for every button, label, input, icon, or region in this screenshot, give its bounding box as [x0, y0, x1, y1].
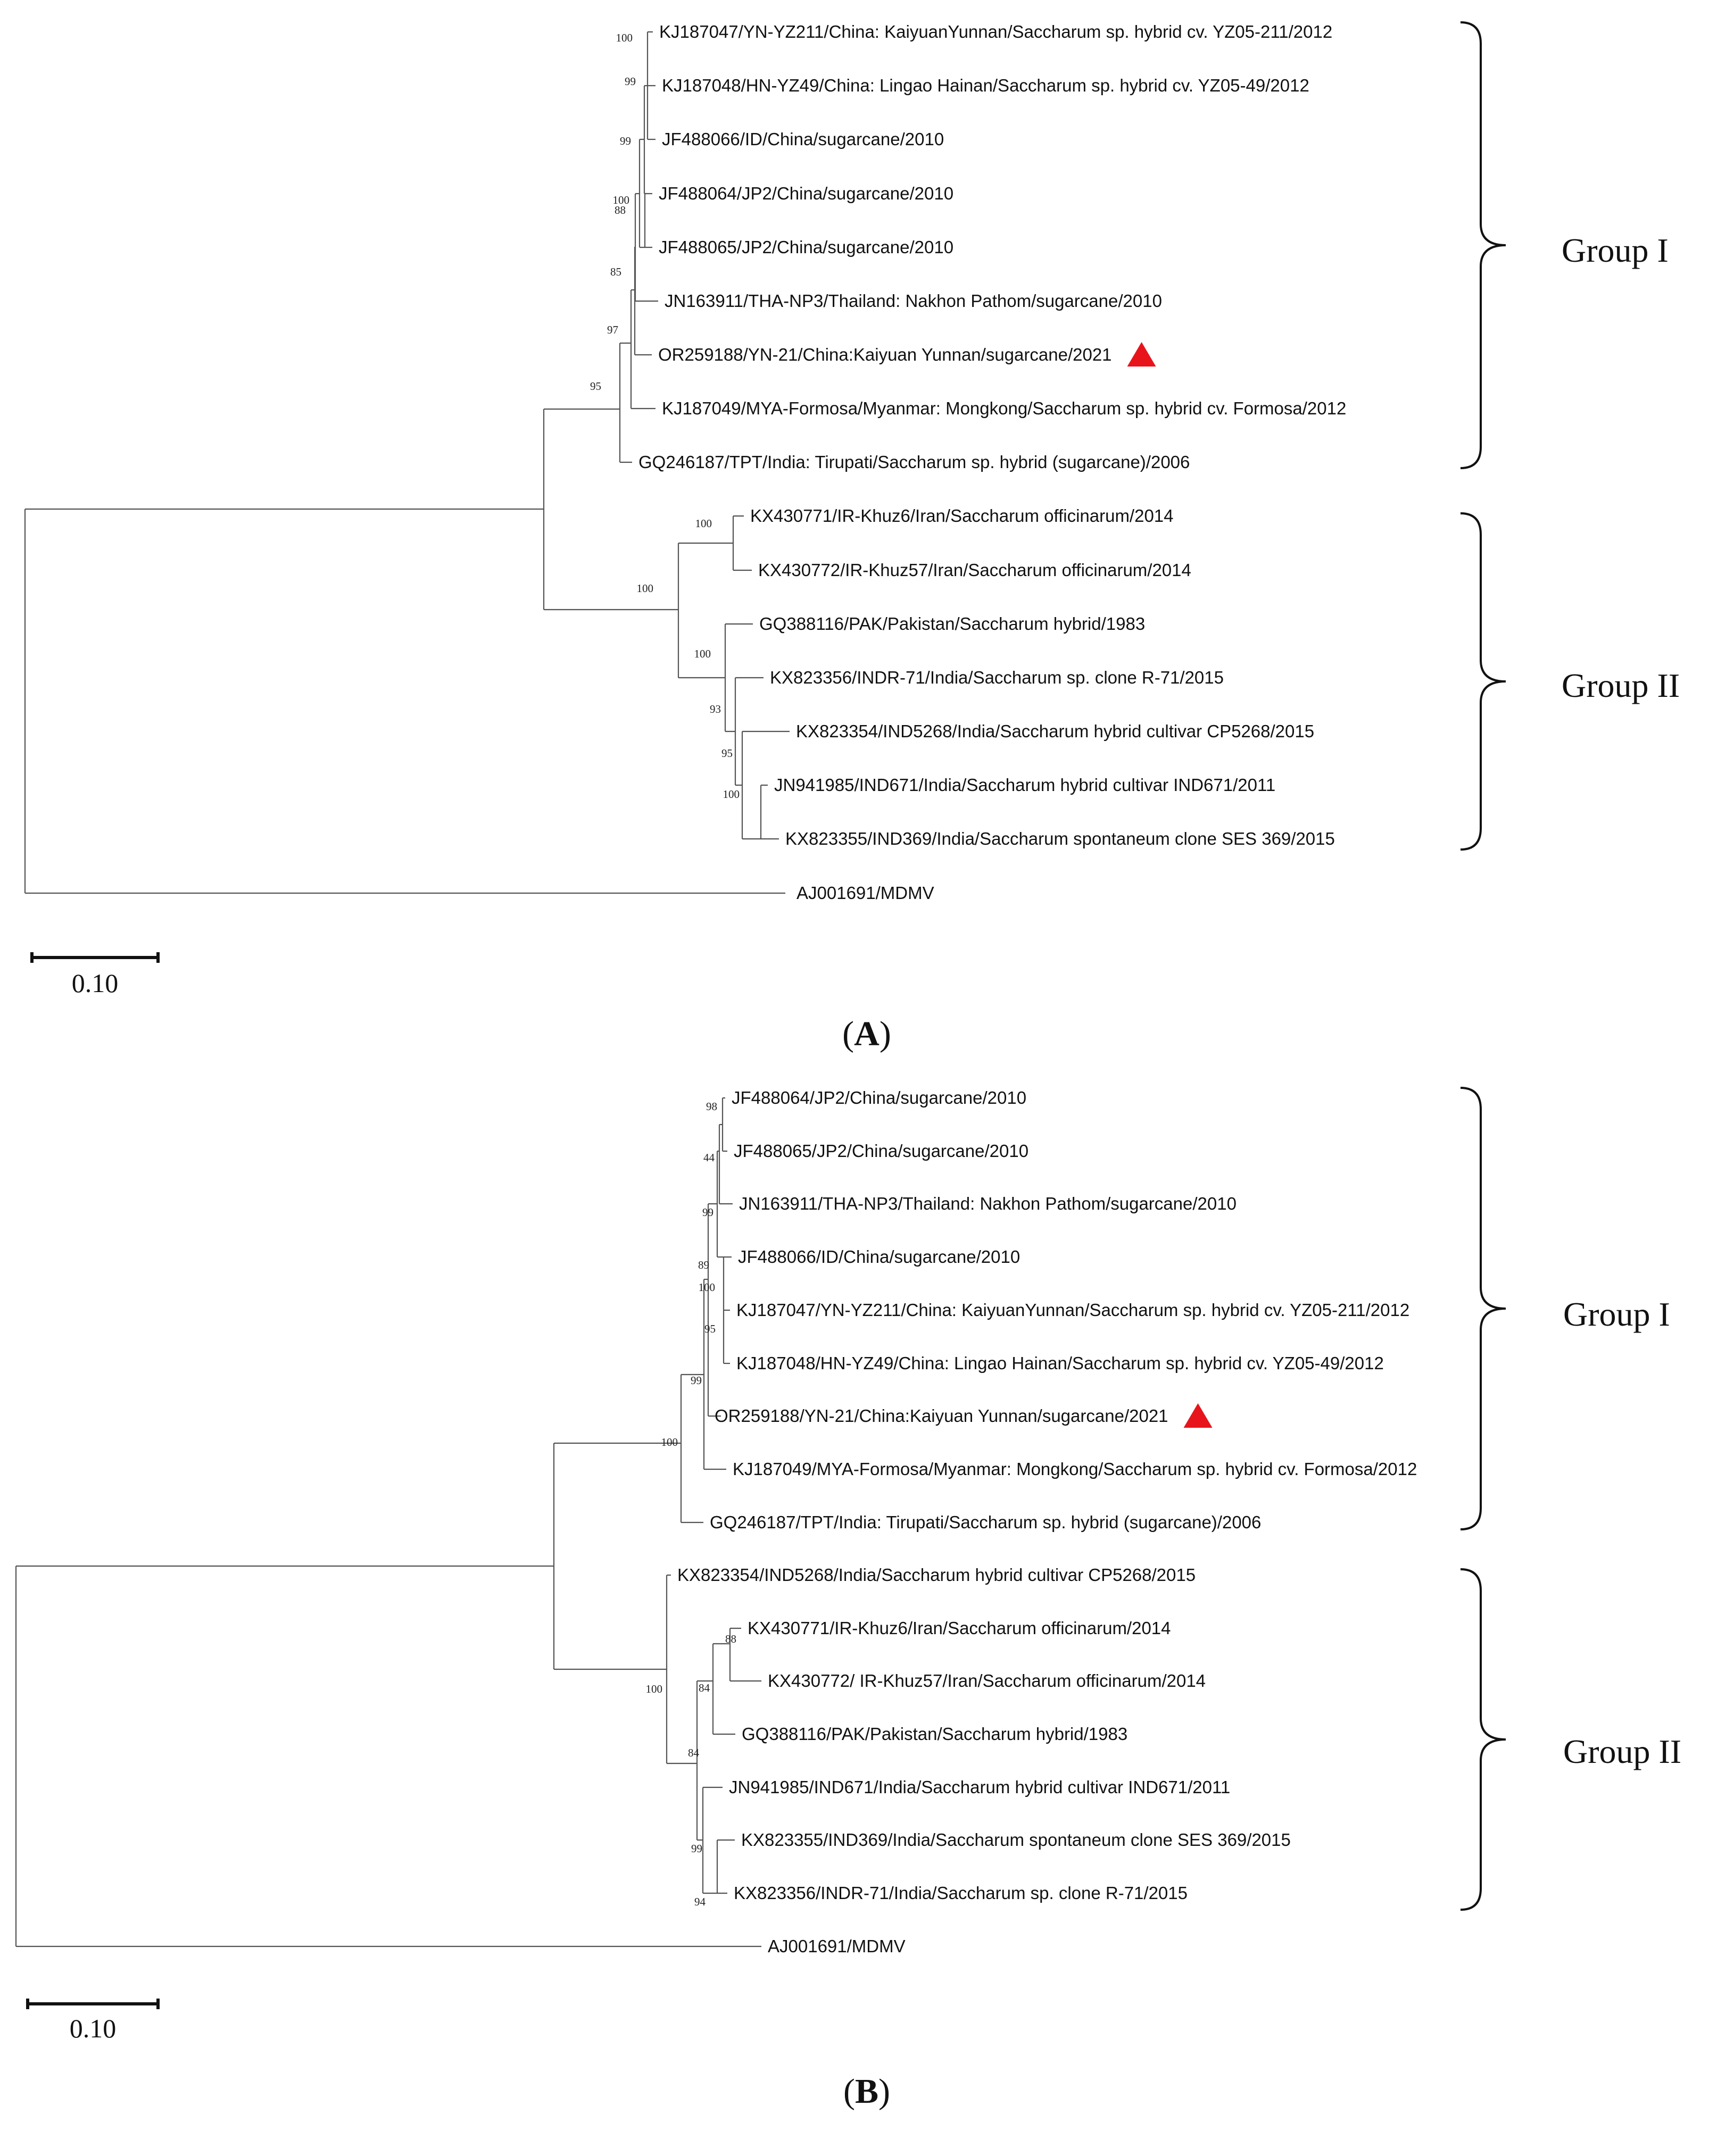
taxon-label: KX430772/ IR-Khuz57/Iran/Saccharum offic… [768, 1671, 1206, 1691]
taxon-label: KX430771/IR-Khuz6/Iran/Saccharum officin… [748, 1618, 1171, 1638]
bootstrap-value: 100 [723, 788, 740, 801]
taxon-label: JN941985/IND671/India/Saccharum hybrid c… [729, 1777, 1230, 1797]
taxon-label: KJ187047/YN-YZ211/China: KaiyuanYunnan/S… [736, 1300, 1409, 1320]
bootstrap-value: 100 [613, 194, 630, 206]
group-label: Group II [1563, 1733, 1681, 1770]
taxon-label: AJ001691/MDMV [797, 883, 934, 903]
panel-label: (A) [842, 1014, 891, 1053]
taxon-label: JF488066/ID/China/sugarcane/2010 [662, 129, 944, 149]
bootstrap-value: 99 [691, 1842, 702, 1855]
triangle-marker-icon [1127, 342, 1156, 367]
taxon-label: KX823356/INDR-71/India/Saccharum sp. clo… [770, 668, 1224, 687]
taxon-label: JN941985/IND671/India/Saccharum hybrid c… [774, 775, 1275, 795]
group-label: Group I [1563, 1295, 1670, 1333]
taxon-label: KJ187048/HN-YZ49/China: Lingao Hainan/Sa… [736, 1353, 1384, 1373]
taxon-label: GQ388116/PAK/Pakistan/Saccharum hybrid/1… [759, 614, 1145, 634]
tree-panel-a: KJ187047/YN-YZ211/China: KaiyuanYunnan/S… [24, 21, 1680, 1053]
tree-branches [15, 1097, 761, 1947]
taxon-label: OR259188/YN-21/China:Kaiyuan Yunnan/suga… [658, 345, 1112, 364]
bootstrap-value: 88 [615, 204, 626, 217]
taxon-label: JF488065/JP2/China/sugarcane/2010 [734, 1141, 1028, 1161]
group-brace [1460, 512, 1506, 851]
taxon-label: JN163911/THA-NP3/Thailand: Nakhon Pathom… [665, 291, 1162, 311]
group-brace [1460, 1568, 1506, 1911]
group-label: Group II [1562, 667, 1680, 704]
bootstrap-value: 100 [661, 1436, 678, 1449]
panel-letter: A [854, 1014, 880, 1053]
taxon-label: KX430771/IR-Khuz6/Iran/Saccharum officin… [750, 506, 1174, 526]
bootstrap-value: 99 [691, 1374, 702, 1387]
taxon-label: GQ246187/TPT/India: Tirupati/Saccharum s… [710, 1512, 1261, 1532]
tree-branches [24, 31, 790, 894]
taxon-label: AJ001691/MDMV [768, 1936, 906, 1956]
taxon-label: JN163911/THA-NP3/Thailand: Nakhon Pathom… [739, 1194, 1237, 1213]
panel-label: (B) [843, 2072, 890, 2111]
bootstrap-value: 89 [698, 1259, 709, 1271]
bootstrap-value: 97 [607, 323, 618, 336]
bootstrap-value: 84 [688, 1746, 700, 1759]
bootstrap-value: 100 [646, 1683, 663, 1695]
taxon-label: KJ187049/MYA-Formosa/Myanmar: Mongkong/S… [733, 1459, 1417, 1479]
bootstrap-value: 85 [610, 265, 621, 278]
bootstrap-value: 100 [699, 1281, 716, 1294]
bootstrap-value: 93 [710, 703, 721, 715]
scale-label: 0.10 [70, 2013, 117, 2043]
panel-letter: B [855, 2072, 878, 2111]
taxon-label: JF488066/ID/China/sugarcane/2010 [738, 1247, 1020, 1267]
triangle-marker-icon [1183, 1403, 1213, 1428]
group-brace [1460, 21, 1506, 469]
group-label: Group I [1562, 231, 1669, 269]
taxon-label: KX823355/IND369/India/Saccharum spontane… [741, 1830, 1291, 1850]
taxon-label: KX823354/IND5268/India/Saccharum hybrid … [796, 721, 1314, 741]
taxon-label: JF488064/JP2/China/sugarcane/2010 [659, 184, 953, 203]
bootstrap-value: 99 [702, 1206, 713, 1219]
bootstrap-value: 94 [694, 1895, 706, 1908]
taxon-label: KJ187048/HN-YZ49/China: Lingao Hainan/Sa… [662, 76, 1309, 95]
taxon-label: KX430772/IR-Khuz57/Iran/Saccharum offici… [758, 560, 1191, 580]
bootstrap-value: 99 [620, 135, 631, 147]
bootstrap-value: 100 [616, 31, 633, 44]
taxon-label: KX823354/IND5268/India/Saccharum hybrid … [677, 1565, 1196, 1585]
taxon-label: GQ388116/PAK/Pakistan/Saccharum hybrid/1… [742, 1724, 1127, 1744]
bootstrap-value: 88 [725, 1633, 736, 1645]
taxon-label: KJ187049/MYA-Formosa/Myanmar: Mongkong/S… [662, 398, 1346, 418]
bootstrap-value: 98 [706, 1100, 717, 1113]
bootstrap-value: 95 [590, 380, 601, 393]
bootstrap-value: 99 [625, 75, 636, 88]
taxon-label: KX823355/IND369/India/Saccharum spontane… [785, 829, 1335, 848]
bootstrap-value: 95 [704, 1322, 716, 1335]
taxon-label: KJ187047/YN-YZ211/China: KaiyuanYunnan/S… [659, 22, 1332, 41]
bootstrap-value: 84 [699, 1681, 710, 1694]
taxon-label: JF488065/JP2/China/sugarcane/2010 [659, 237, 953, 257]
bootstrap-value: 44 [703, 1151, 715, 1164]
tree-panel-b: JF488064/JP2/China/sugarcane/2010JF48806… [15, 1087, 1681, 2111]
bootstrap-value: 95 [721, 747, 733, 760]
scale-label: 0.10 [72, 968, 119, 998]
bootstrap-value: 100 [637, 582, 654, 595]
bootstrap-value: 100 [695, 517, 712, 530]
group-brace [1460, 1087, 1506, 1530]
taxon-label: KX823356/INDR-71/India/Saccharum sp. clo… [734, 1883, 1188, 1903]
taxon-label: JF488064/JP2/China/sugarcane/2010 [732, 1088, 1026, 1108]
bootstrap-value: 100 [694, 647, 711, 660]
taxon-label: OR259188/YN-21/China:Kaiyuan Yunnan/suga… [715, 1406, 1168, 1426]
taxon-label: GQ246187/TPT/India: Tirupati/Saccharum s… [638, 452, 1190, 472]
